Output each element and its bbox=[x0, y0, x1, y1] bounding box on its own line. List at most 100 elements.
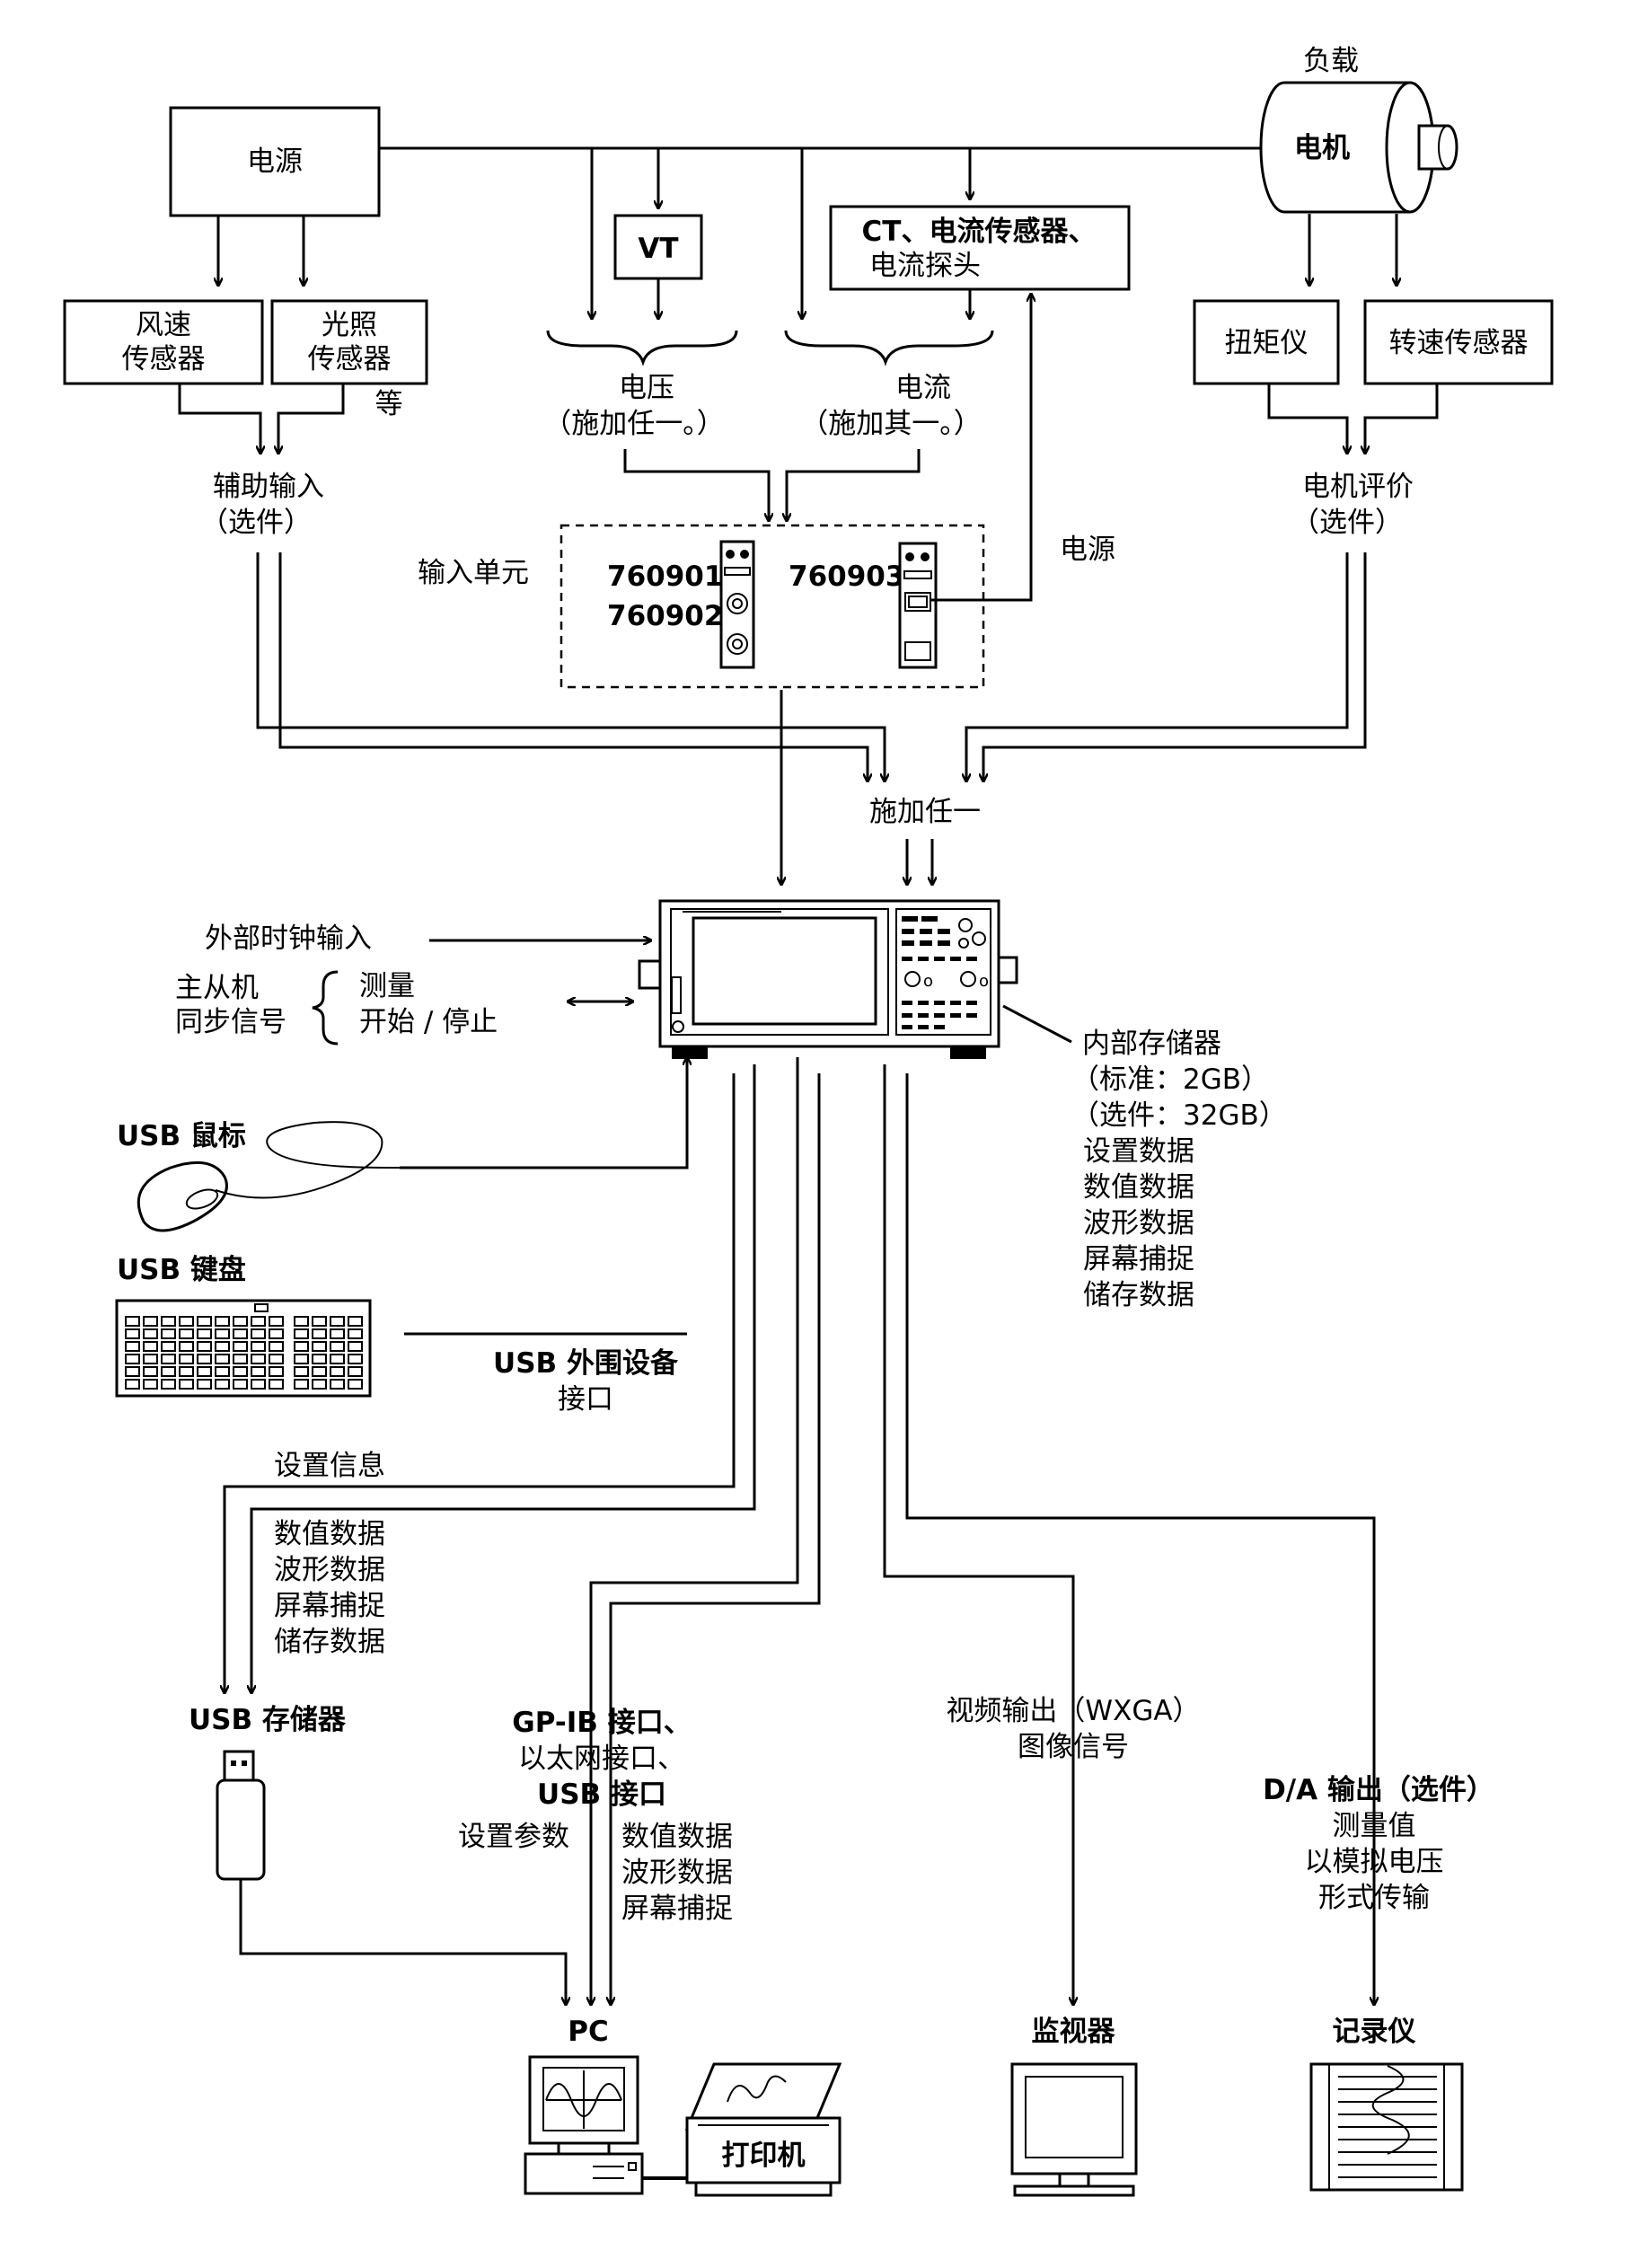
keyboard-key bbox=[179, 1379, 194, 1390]
usb-storage-data-item: 储存数据 bbox=[274, 1626, 385, 1658]
ext-clock-label: 外部时钟输入 bbox=[205, 922, 372, 955]
internal-storage-option: （选件：32GB） bbox=[1071, 1099, 1287, 1132]
usb-storage-data-item: 数值数据 bbox=[274, 1518, 385, 1550]
keyboard-key bbox=[179, 1366, 194, 1377]
keyboard-key bbox=[215, 1328, 230, 1339]
keyboard-key bbox=[251, 1354, 266, 1364]
keyboard-key bbox=[233, 1316, 248, 1327]
keyboard-key bbox=[179, 1354, 194, 1364]
keyboard-key bbox=[294, 1328, 309, 1339]
usb-peripheral-label-line2: 接口 bbox=[558, 1383, 613, 1416]
keyboard-key bbox=[215, 1366, 230, 1377]
input-module-760903-icon bbox=[898, 542, 938, 669]
wind-sensor-label-line2: 传感器 bbox=[122, 343, 206, 375]
keyboard-key bbox=[312, 1354, 327, 1364]
keyboard-key bbox=[294, 1366, 309, 1377]
keyboard-key bbox=[330, 1354, 345, 1364]
start-stop-label: 开始 / 停止 bbox=[359, 1006, 498, 1038]
internal-storage-item: 波形数据 bbox=[1083, 1207, 1194, 1240]
ct-label-line1: CT、电流传感器、 bbox=[862, 216, 1097, 248]
setup-params-label: 设置参数 bbox=[458, 1821, 569, 1853]
keyboard-key bbox=[197, 1341, 212, 1352]
keyboard-key bbox=[312, 1366, 327, 1377]
power-supply-label: 电源 bbox=[1060, 534, 1115, 566]
usb-mouse-icon bbox=[137, 1121, 404, 1232]
speed-sensor-box: 转速传感器 bbox=[1363, 299, 1554, 385]
keyboard-key bbox=[197, 1366, 212, 1377]
internal-storage-item: 设置数据 bbox=[1083, 1135, 1194, 1168]
keyboard-key bbox=[143, 1341, 158, 1352]
keyboard-key bbox=[125, 1316, 140, 1327]
keyboard-key bbox=[269, 1366, 284, 1377]
motor-eval-label-line2: （选件） bbox=[1291, 507, 1403, 539]
keyboard-key bbox=[330, 1341, 345, 1352]
keyboard-key bbox=[161, 1354, 176, 1364]
printer-icon bbox=[684, 2062, 842, 2197]
pc-data-item: 数值数据 bbox=[621, 1821, 733, 1853]
keyboard-key bbox=[143, 1379, 158, 1390]
keyboard-key bbox=[179, 1316, 194, 1327]
keyboard-key bbox=[197, 1379, 212, 1390]
aux-input-label-line1: 辅助输入 bbox=[213, 471, 324, 503]
recorder-icon bbox=[1309, 2062, 1464, 2192]
keyboard-key bbox=[179, 1328, 194, 1339]
etc-label: 等 bbox=[375, 388, 403, 420]
keyboard-key bbox=[197, 1328, 212, 1339]
internal-storage-item: 屏幕捕捉 bbox=[1083, 1243, 1194, 1275]
master-slave-label-line1: 主从机 bbox=[175, 972, 259, 1004]
keyboard-key bbox=[233, 1341, 248, 1352]
pc-label: PC bbox=[568, 2016, 608, 2048]
torque-meter-label: 扭矩仪 bbox=[1225, 327, 1309, 359]
keyboard-key bbox=[330, 1328, 345, 1339]
keyboard-key bbox=[269, 1316, 284, 1327]
internal-storage-item: 数值数据 bbox=[1083, 1171, 1194, 1204]
input-module-760901-icon bbox=[719, 540, 755, 669]
keyboard-key bbox=[251, 1366, 266, 1377]
keyboard-key bbox=[330, 1379, 345, 1390]
keyboard-key bbox=[294, 1379, 309, 1390]
measure-label: 测量 bbox=[359, 970, 415, 1002]
svg-text:o: o bbox=[979, 972, 989, 991]
ct-label-line2: 电流探头 bbox=[869, 250, 981, 282]
keyboard-key bbox=[161, 1328, 176, 1339]
unit-760902-label: 760902 bbox=[607, 600, 723, 632]
keyboard-key bbox=[215, 1316, 230, 1327]
keyboard-key bbox=[348, 1328, 363, 1339]
power-source-label: 电源 bbox=[247, 146, 303, 178]
keyboard-key bbox=[294, 1341, 309, 1352]
motor-eval-label-line1: 电机评价 bbox=[1302, 471, 1414, 503]
comm-label-line1: GP-IB 接口、 bbox=[512, 1707, 691, 1739]
usb-keyboard-icon bbox=[115, 1299, 372, 1398]
load-label: 负载 bbox=[1303, 45, 1359, 77]
power-analyzer-instrument: o o bbox=[638, 899, 1018, 1059]
monitor-icon bbox=[1010, 2062, 1138, 2197]
light-sensor-box: 光照 传感器 bbox=[270, 299, 428, 385]
video-out-label-line2: 图像信号 bbox=[1018, 1731, 1129, 1763]
pc-icon bbox=[524, 2055, 644, 2195]
comm-label-line3: USB 接口 bbox=[537, 1778, 666, 1811]
light-sensor-label-line1: 光照 bbox=[322, 309, 377, 341]
keyboard-key bbox=[269, 1328, 284, 1339]
current-label-line1: 电流 bbox=[895, 372, 951, 404]
input-unit-dashed-box bbox=[560, 524, 985, 689]
input-unit-label: 输入单元 bbox=[418, 557, 529, 589]
pc-data-item: 屏幕捕捉 bbox=[621, 1893, 733, 1925]
voltage-brace bbox=[546, 330, 738, 366]
keyboard-key bbox=[143, 1366, 158, 1377]
keyboard-key bbox=[348, 1354, 363, 1364]
usb-storage-icon bbox=[216, 1750, 266, 1881]
svg-text:o: o bbox=[923, 972, 933, 991]
keyboard-key bbox=[251, 1328, 266, 1339]
printer-label: 打印机 bbox=[722, 2140, 806, 2172]
video-out-label-line1: 视频输出（WXGA） bbox=[946, 1695, 1200, 1727]
keyboard-key bbox=[233, 1328, 248, 1339]
keyboard-key bbox=[215, 1341, 230, 1352]
keyboard-key bbox=[143, 1328, 158, 1339]
keyboard-key bbox=[348, 1341, 363, 1352]
voltage-label-line1: 电压 bbox=[619, 372, 674, 404]
keyboard-key bbox=[269, 1354, 284, 1364]
usb-storage-data-item: 屏幕捕捉 bbox=[274, 1590, 385, 1622]
keyboard-key bbox=[233, 1379, 248, 1390]
keyboard-key bbox=[233, 1354, 248, 1364]
